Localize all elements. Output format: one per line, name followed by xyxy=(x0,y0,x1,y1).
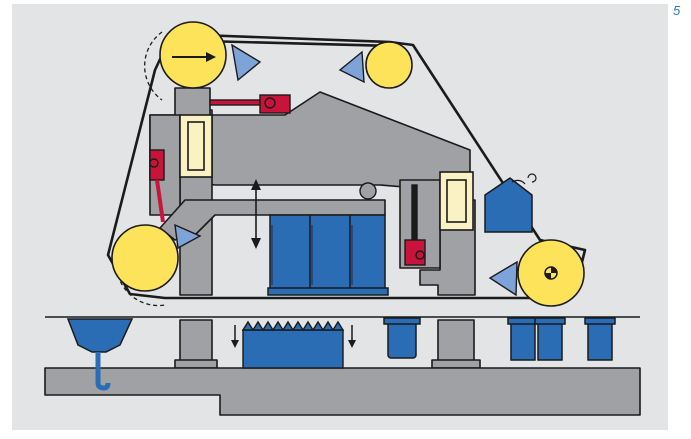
sensor-triangle-idler xyxy=(338,50,365,84)
rotation-hint-bottom xyxy=(117,274,166,307)
sensor-triangle-top xyxy=(231,43,262,82)
arrow-right-icon xyxy=(172,52,216,62)
guide-bushing-left-inner xyxy=(187,121,205,171)
can-piece-2 xyxy=(537,319,563,361)
sensor-triangle-right xyxy=(488,260,518,297)
tool-block xyxy=(269,214,386,291)
can-piece-2-lid xyxy=(534,317,566,325)
double-arrow-vertical-icon xyxy=(251,179,261,249)
base-stand-right-foot xyxy=(431,359,481,369)
sensor-triangle-left xyxy=(174,223,202,250)
actuator-top-pin xyxy=(264,97,276,109)
comb-teeth xyxy=(241,320,345,332)
can-piece-1-lid xyxy=(507,317,539,325)
arrow-down-icon xyxy=(231,325,356,348)
left-pulley xyxy=(111,224,179,292)
house-sensor-wire xyxy=(511,173,537,185)
top-idler-pulley xyxy=(365,41,413,89)
guide-bushing-right xyxy=(439,171,474,231)
hopper xyxy=(66,318,134,353)
actuator-left-pin xyxy=(149,158,159,168)
comb-piece-body xyxy=(242,329,344,369)
pivot-dot-icon xyxy=(544,266,558,280)
rotation-hint-top xyxy=(144,31,163,101)
guide-bushing-left xyxy=(179,114,213,178)
can-piece-1 xyxy=(510,319,536,361)
actuator-right-rod xyxy=(411,184,418,241)
top-drive-pulley xyxy=(159,21,227,89)
can-piece-3-lid xyxy=(584,317,616,325)
actuator-rod-top xyxy=(209,99,261,106)
base-stand-left-foot xyxy=(174,359,218,369)
actuator-left-rod xyxy=(155,179,165,223)
base-stand-left xyxy=(179,319,213,366)
drive-block xyxy=(174,87,211,117)
base-stand-right xyxy=(437,319,475,366)
carriage-roller xyxy=(359,182,377,200)
house-sensor xyxy=(484,177,533,233)
guide-bushing-right-inner xyxy=(446,179,467,223)
hopper-spout xyxy=(95,352,111,391)
comb-piece xyxy=(241,320,345,369)
can-piece-3 xyxy=(587,319,613,361)
cup-piece xyxy=(387,319,417,359)
cup-rim xyxy=(383,317,421,325)
tool-block-base xyxy=(267,287,389,296)
figure-number: 5 xyxy=(673,3,681,18)
conveyor-floor xyxy=(44,367,641,416)
actuator-right-pin xyxy=(415,250,425,260)
